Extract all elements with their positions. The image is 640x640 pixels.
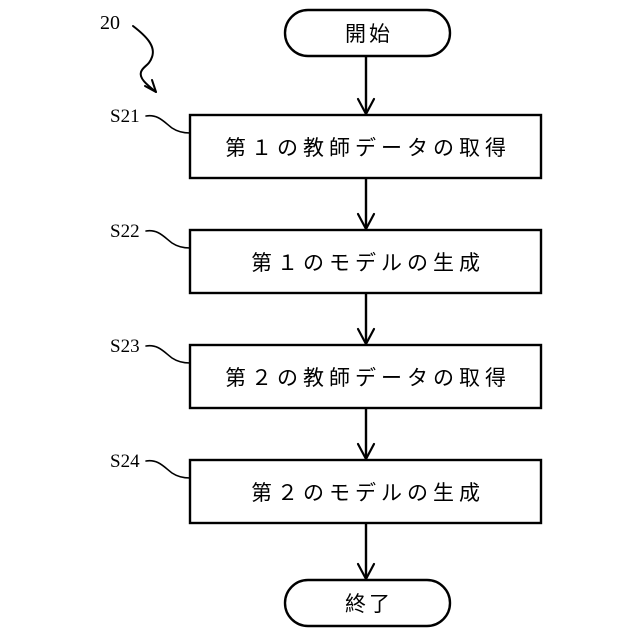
connector-s24-to-end bbox=[356, 523, 376, 581]
step-id-s21: S21 bbox=[110, 106, 140, 127]
figure-reference-number: 20 bbox=[100, 12, 120, 34]
reference-leader-arrow bbox=[132, 25, 157, 93]
node-end-shape bbox=[283, 578, 452, 628]
step-id-s23: S23 bbox=[110, 336, 140, 357]
connector-s23-to-s24 bbox=[356, 408, 376, 461]
node-start-shape bbox=[283, 8, 452, 58]
node-s21-shape bbox=[188, 113, 543, 180]
leader-line-s24 bbox=[145, 459, 191, 479]
leader-line-s23 bbox=[145, 344, 191, 364]
node-s23-shape bbox=[188, 343, 543, 410]
step-id-s22: S22 bbox=[110, 221, 140, 242]
connector-s21-to-s22 bbox=[356, 178, 376, 231]
leader-line-s21 bbox=[145, 114, 191, 134]
connector-s22-to-s23 bbox=[356, 293, 376, 346]
step-id-s24: S24 bbox=[110, 451, 140, 472]
node-s22-shape bbox=[188, 228, 543, 295]
node-s24-shape bbox=[188, 458, 543, 525]
connector-start-to-s21 bbox=[356, 56, 376, 116]
leader-line-s22 bbox=[145, 229, 191, 249]
